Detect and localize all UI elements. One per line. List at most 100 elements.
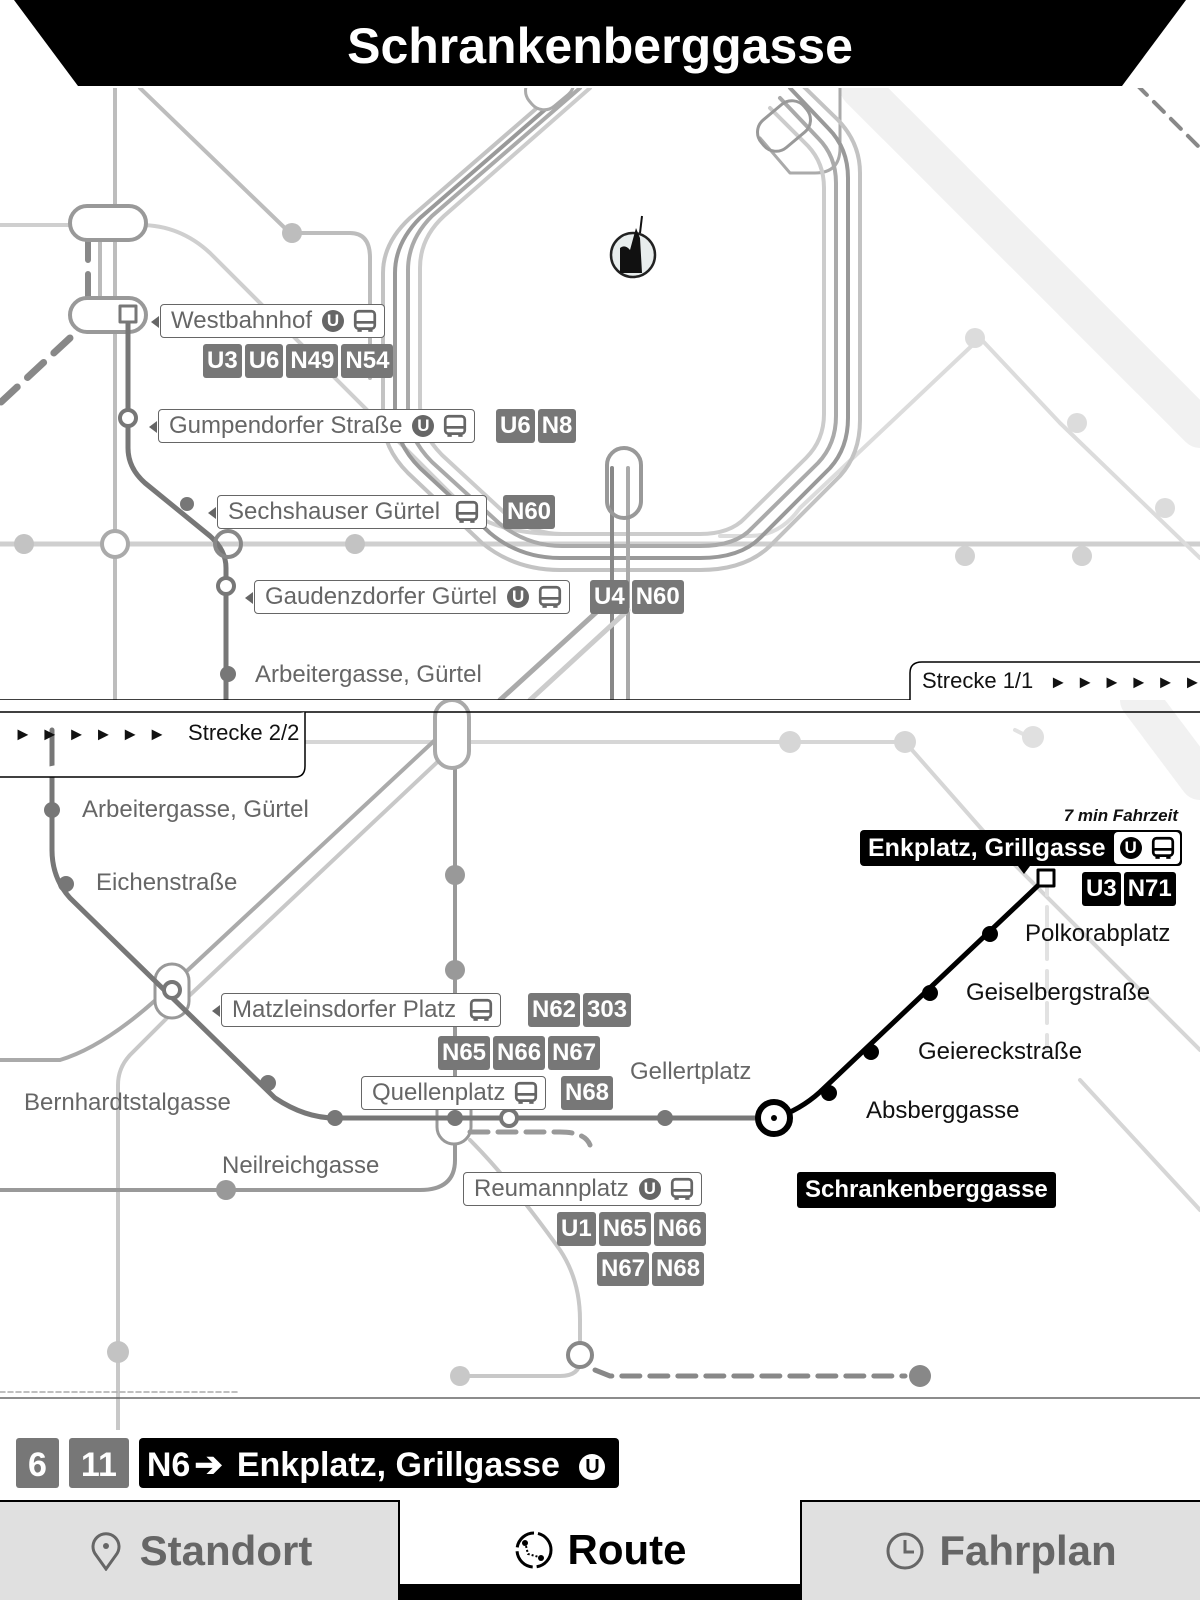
- stop-label: Absberggasse: [866, 1097, 1020, 1124]
- ubahn-icon: U: [579, 1454, 606, 1481]
- line-chips-gumpendorfer: U6 N8: [496, 409, 577, 443]
- line-chip: N60: [631, 580, 684, 614]
- stop-name: Matzleinsdorfer Platz: [232, 996, 457, 1023]
- stop-gaudenzdorfer: [216, 576, 236, 596]
- line-chip: U4: [590, 580, 629, 614]
- stop-label-matzleinsdorfer[interactable]: Matzleinsdorfer Platz: [212, 993, 502, 1027]
- stop-label: Gellertplatz: [630, 1058, 752, 1085]
- line-chips-quellenplatz: N68: [561, 1076, 614, 1110]
- tab-label: Standort: [139, 1527, 313, 1574]
- travel-time: 7 min Fahrzeit: [1063, 806, 1178, 825]
- stop-label: Geiereckstraße: [918, 1038, 1083, 1065]
- page-title: Schrankenberggasse: [347, 18, 853, 74]
- line-chip: N49: [286, 344, 339, 378]
- stop-label-gaudenzdorfer[interactable]: Gaudenzdorfer Gürtel U: [245, 580, 571, 614]
- line-chip: U3: [203, 344, 242, 378]
- line-chips-gaudenzdorfer: U4 N60: [590, 580, 684, 614]
- destination-stop-marker: [1036, 868, 1056, 888]
- stop-arbeitergasse: [220, 666, 236, 682]
- line-chip: U6: [244, 344, 284, 378]
- active-tab-indicator: [400, 1584, 800, 1600]
- ubahn-icon: U: [638, 1178, 661, 1200]
- stop-label: Bernhardtstalgasse: [24, 1089, 231, 1116]
- line-chip: 303: [583, 993, 632, 1027]
- stop-label-quellenplatz[interactable]: Quellenplatz: [361, 1076, 547, 1110]
- stop-label: Neilreichgasse: [222, 1152, 380, 1179]
- stop-label-gumpendorfer[interactable]: Gumpendorfer Straße U: [149, 409, 476, 443]
- stop-label: Arbeitergasse, Gürtel: [82, 796, 309, 823]
- line-chip: N67: [597, 1252, 650, 1286]
- location-pin-icon: [91, 1532, 121, 1571]
- stop-label: Geiselbergstraße: [966, 979, 1151, 1006]
- ubahn-icon: U: [507, 586, 530, 608]
- destination-name: Enkplatz, Grillgasse: [868, 833, 1106, 862]
- line-chip: N54: [341, 344, 394, 378]
- route-chip[interactable]: 6: [16, 1438, 59, 1488]
- bus-icon: [670, 1177, 693, 1200]
- header-banner: Schrankenberggasse: [0, 0, 1200, 88]
- stop-name: Gaudenzdorfer Gürtel: [265, 583, 498, 610]
- cathedral-icon: [609, 215, 657, 279]
- bus-icon: [539, 585, 562, 608]
- header-shape: [14, 0, 1186, 86]
- ubahn-icon: U: [1119, 837, 1142, 859]
- bus-icon: [515, 1081, 538, 1104]
- line-chip: U6: [496, 409, 535, 443]
- stop-label-reumannplatz[interactable]: Reumannplatz U: [463, 1172, 702, 1206]
- tab-label: Fahrplan: [939, 1527, 1117, 1574]
- ubahn-icon: U: [412, 415, 435, 437]
- bg-line: [758, 88, 842, 175]
- destination-mode-icons: U: [1113, 832, 1180, 864]
- line-chips-destination: U3 N71: [1082, 872, 1176, 906]
- bus-icon: [353, 309, 377, 332]
- destination-label[interactable]: Enkplatz, Grillgasse U: [860, 830, 1182, 874]
- line-chip: N68: [561, 1076, 614, 1110]
- line-number: N6: [146, 1446, 191, 1484]
- route-line-grey: [49, 727, 773, 1121]
- line-chip: N62: [528, 993, 581, 1027]
- direction-arrows: ► ► ► ► ► ►: [14, 724, 168, 744]
- current-line-chip[interactable]: N6➔ Enkplatz, Grillgasse U: [138, 1438, 620, 1488]
- strecke-label: Strecke 1/1: [922, 668, 1034, 693]
- line-chip: N68: [652, 1252, 705, 1286]
- stop-label-sechshauser[interactable]: Sechshauser Gürtel: [208, 495, 488, 529]
- ubahn-icon: U: [322, 310, 344, 332]
- route-icon: [515, 1531, 552, 1569]
- stop-name: Quellenplatz: [372, 1079, 506, 1106]
- tab-route[interactable]: Route: [400, 1500, 800, 1600]
- bg-band: [840, 88, 1200, 448]
- arrow-right-icon: ➔: [194, 1446, 223, 1484]
- line-chip: N65: [598, 1212, 651, 1246]
- strecke-label: Strecke 2/2: [188, 720, 300, 745]
- tab-label: Route: [567, 1526, 687, 1573]
- line-chip: N71: [1123, 872, 1176, 906]
- current-stop-label: Schrankenberggasse: [797, 1172, 1056, 1208]
- stop-name: Gumpendorfer Straße: [169, 412, 403, 439]
- tab-standort[interactable]: Standort: [0, 1500, 400, 1600]
- line-chips-matzleinsdorfer-2: N65 N66 N67: [438, 1036, 601, 1070]
- interchange-pill: [68, 204, 148, 242]
- route-summary-bar: 6 11 N6➔ Enkplatz, Grillgasse U: [16, 1438, 620, 1488]
- route-chip[interactable]: 11: [68, 1438, 129, 1488]
- direction-arrows: ► ► ► ► ► ►: [1049, 672, 1200, 692]
- stop-label: Polkorabplatz: [1025, 920, 1171, 947]
- stop-name: Westbahnhof: [171, 307, 312, 334]
- line-chip: N60: [503, 495, 556, 529]
- bottom-tab-bar: Standort Route Fahrplan: [0, 1500, 1200, 1600]
- stop-sechshauser: [180, 497, 194, 511]
- bg-line: [0, 223, 702, 536]
- line-chips-reumannplatz-2: N67 N68: [597, 1252, 705, 1286]
- bus-icon: [456, 500, 479, 523]
- bg-line: [718, 336, 1200, 560]
- stop-label-arbeitergasse: Arbeitergasse, Gürtel: [255, 660, 486, 690]
- tab-fahrplan[interactable]: Fahrplan: [800, 1500, 1200, 1600]
- line-chip: N67: [548, 1036, 601, 1070]
- upper-network-map[interactable]: [0, 88, 1200, 700]
- line-chip: U3: [1082, 872, 1121, 906]
- bus-icon: [1151, 836, 1174, 859]
- stop-label: Eichenstraße: [96, 869, 238, 896]
- line-destination: Enkplatz, Grillgasse: [236, 1446, 560, 1484]
- stop-westbahnhof: [118, 304, 138, 324]
- stop-label-westbahnhof[interactable]: Westbahnhof U: [151, 304, 385, 338]
- stop-name: Reumannplatz: [474, 1175, 629, 1202]
